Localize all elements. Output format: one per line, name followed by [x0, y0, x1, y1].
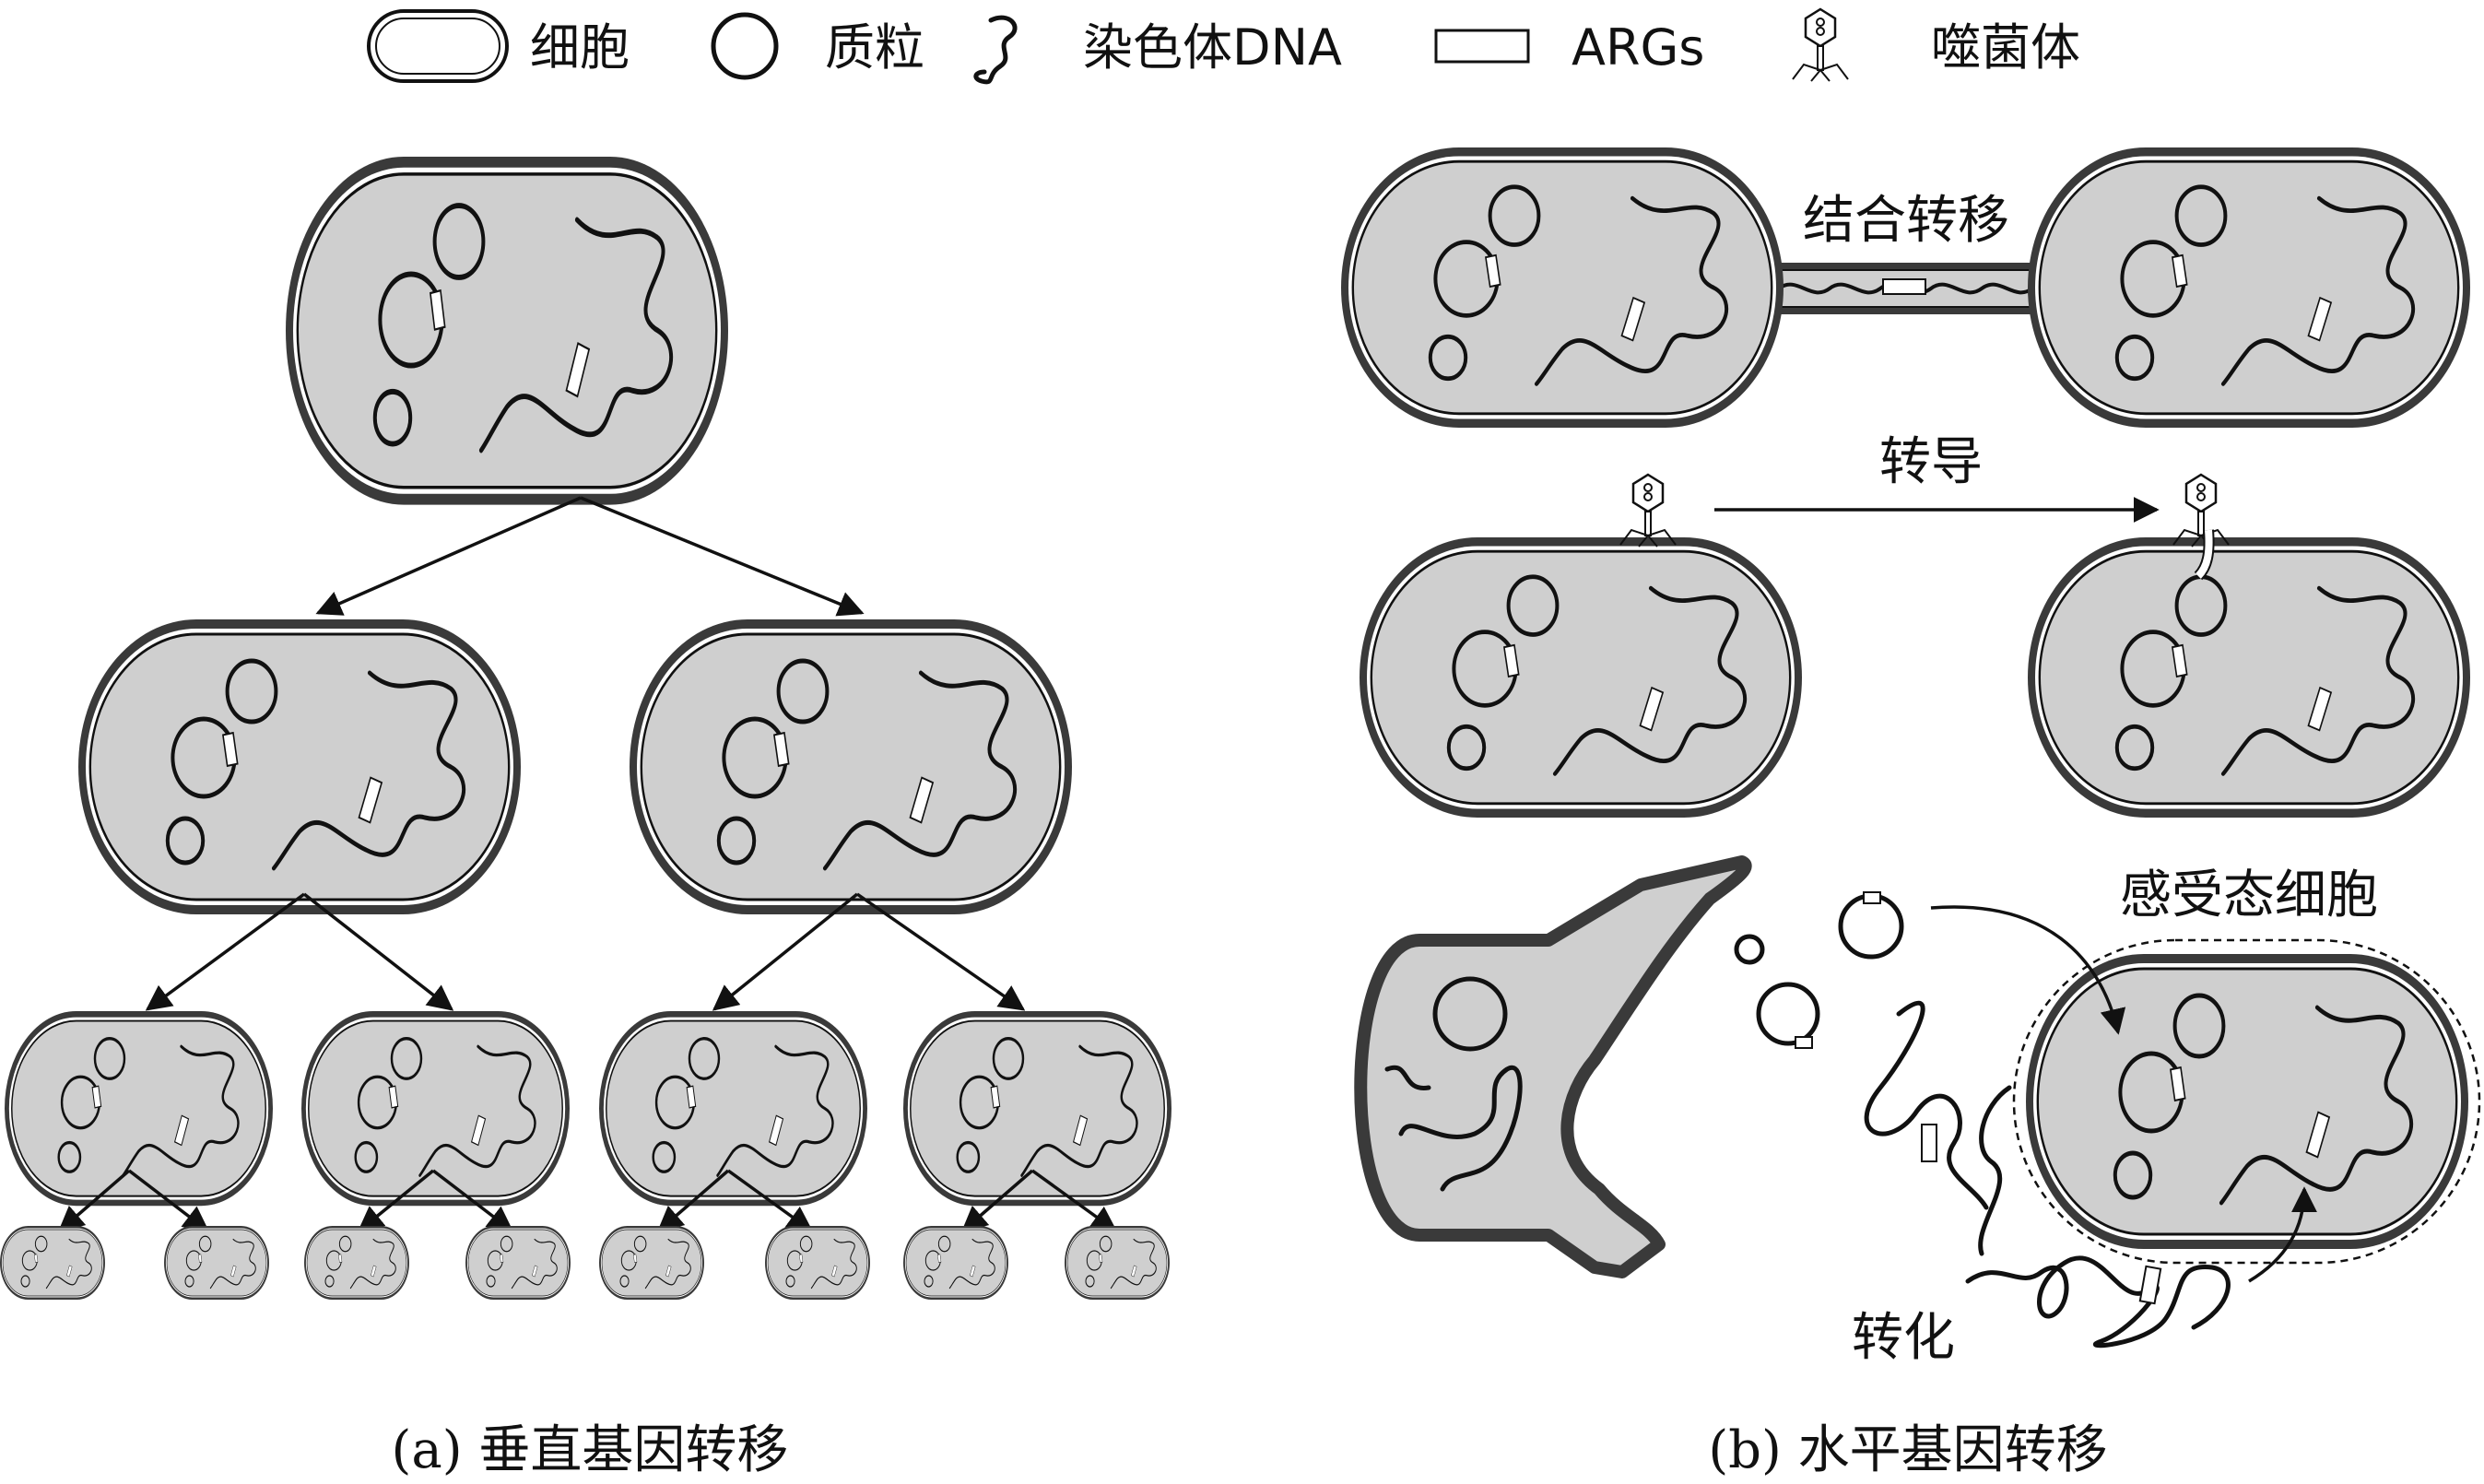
gen3-cell-2	[164, 1226, 269, 1300]
legend-cell-label: 细胞	[530, 18, 630, 77]
gen3-cell-3	[304, 1226, 409, 1300]
free-dna-fragment	[1968, 1258, 2228, 1346]
donor-cell-transduction	[1360, 537, 1802, 818]
arrow-gen0-left	[318, 498, 581, 613]
legend-cell-icon	[369, 11, 507, 81]
label-conjugation: 结合转移	[1803, 191, 2009, 251]
daughter-cell-1b	[630, 619, 1072, 914]
phage-icon-donor	[1620, 475, 1676, 547]
free-dna-args	[2140, 1266, 2160, 1303]
legend-plasmid-label: 质粒	[825, 18, 924, 77]
donor-cell-conjugation	[1341, 147, 1784, 428]
label-transduction: 转导	[1879, 432, 1983, 492]
conjugation-bridge	[1742, 263, 2074, 314]
free-plasmid-small	[1736, 936, 1762, 962]
gen3-cell-7	[903, 1226, 1008, 1300]
recipient-cell-transduction	[2028, 537, 2470, 818]
free-dna-fragment	[1866, 1003, 1986, 1207]
gen3-cell-6	[765, 1226, 870, 1300]
gen3-cell-8	[1065, 1226, 1170, 1300]
granddaughter-cell-4	[903, 1011, 1171, 1206]
caption-vertical: (a) 垂直基因转移	[392, 1420, 789, 1480]
horizontal-transfer-panel: 结合转移 转导	[1341, 147, 2479, 1480]
gen3-cell-5	[599, 1226, 704, 1300]
legend-args-label: ARGs	[1572, 18, 1704, 77]
caption-horizontal: (b) 水平基因转移	[1708, 1420, 2107, 1480]
recipient-cell-conjugation	[2028, 147, 2470, 428]
vertical-transfer-panel: (a) 垂直基因转移	[0, 157, 1171, 1480]
label-transformation: 转化	[1852, 1308, 1955, 1368]
legend-phage-icon	[1793, 9, 1848, 81]
legend-plasmid-icon	[713, 15, 776, 77]
free-plasmid	[1759, 984, 1818, 1043]
daughter-cell-1a	[78, 619, 521, 914]
legend-phage-label: 噬菌体	[1931, 18, 2080, 77]
parent-cell	[286, 157, 728, 505]
legend-args-icon	[1436, 30, 1528, 62]
legend-chromosome-label: 染色体DNA	[1083, 18, 1342, 77]
competent-cell	[2026, 954, 2468, 1249]
granddaughter-cell-2	[301, 1011, 570, 1206]
free-plasmid-args	[1864, 892, 1880, 903]
label-competent-cell: 感受态细胞	[2120, 866, 2378, 925]
gen3-cell-4	[465, 1226, 571, 1300]
granddaughter-cell-3	[599, 1011, 867, 1206]
lysed-donor-cell	[1360, 862, 1745, 1272]
legend: 细胞 质粒 染色体DNA ARGs 噬菌体	[369, 9, 2080, 82]
gen3-cell-1	[0, 1226, 105, 1300]
free-plasmid-args	[1795, 1037, 1812, 1048]
free-dna-fragment	[1981, 1088, 2009, 1254]
legend-chromosome-icon	[976, 18, 1015, 82]
free-plasmid	[1841, 896, 1901, 957]
free-dna-args	[1922, 1125, 1937, 1161]
arrow-gen0-right	[581, 498, 862, 613]
